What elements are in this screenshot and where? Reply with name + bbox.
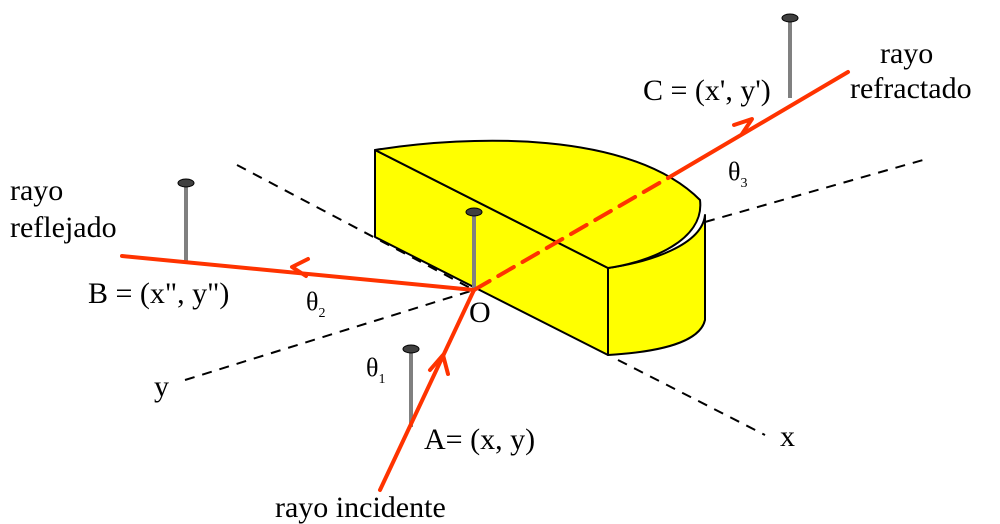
arrow-icon (290, 257, 310, 278)
arrow-icon (428, 353, 450, 376)
label-point-c: C = (x', y') (643, 74, 771, 107)
label-refracted-line2: refractado (850, 72, 972, 105)
label-axis-y: y (154, 370, 169, 403)
refracted-ray-outside (666, 70, 850, 180)
theta1-symbol: θ (366, 353, 378, 382)
pin-icon (402, 344, 420, 427)
theta2-subscript: 2 (318, 306, 325, 321)
label-theta3: θ3 (728, 157, 747, 191)
label-reflected-line1: rayo (10, 174, 63, 207)
theta2-symbol: θ (306, 287, 318, 316)
arrow-icon (732, 117, 754, 136)
pins (177, 13, 799, 427)
label-theta1: θ1 (366, 353, 385, 387)
label-point-a: A= (x, y) (424, 423, 535, 456)
label-reflected-line2: reflejado (10, 211, 117, 244)
semicircular-block (374, 139, 706, 356)
label-origin: O (469, 296, 491, 329)
pin-icon (177, 178, 195, 262)
label-refracted-line1: rayo (880, 37, 933, 70)
theta3-symbol: θ (728, 157, 740, 186)
axis-x-line-back (236, 164, 475, 291)
block-curved-side (607, 214, 706, 356)
pin-icon (781, 13, 799, 98)
axes (184, 157, 931, 436)
axis-x-line-front (617, 359, 766, 436)
theta1-subscript: 1 (378, 372, 385, 387)
label-theta2: θ2 (306, 287, 325, 321)
block-top-face (374, 139, 702, 269)
axis-y-line-front (184, 289, 475, 381)
axis-y-line-back (704, 157, 931, 223)
arrowheads (290, 117, 754, 376)
labels: C = (x', y') rayo refractado rayo reflej… (10, 37, 972, 524)
label-incident: rayo incidente (275, 491, 446, 524)
label-point-b: B = (x", y") (88, 277, 229, 310)
theta3-subscript: 3 (740, 176, 747, 191)
label-axis-x: x (780, 420, 795, 453)
pin-icon (465, 207, 483, 290)
incident-ray (378, 288, 476, 492)
refracted-ray-inside (472, 176, 670, 292)
